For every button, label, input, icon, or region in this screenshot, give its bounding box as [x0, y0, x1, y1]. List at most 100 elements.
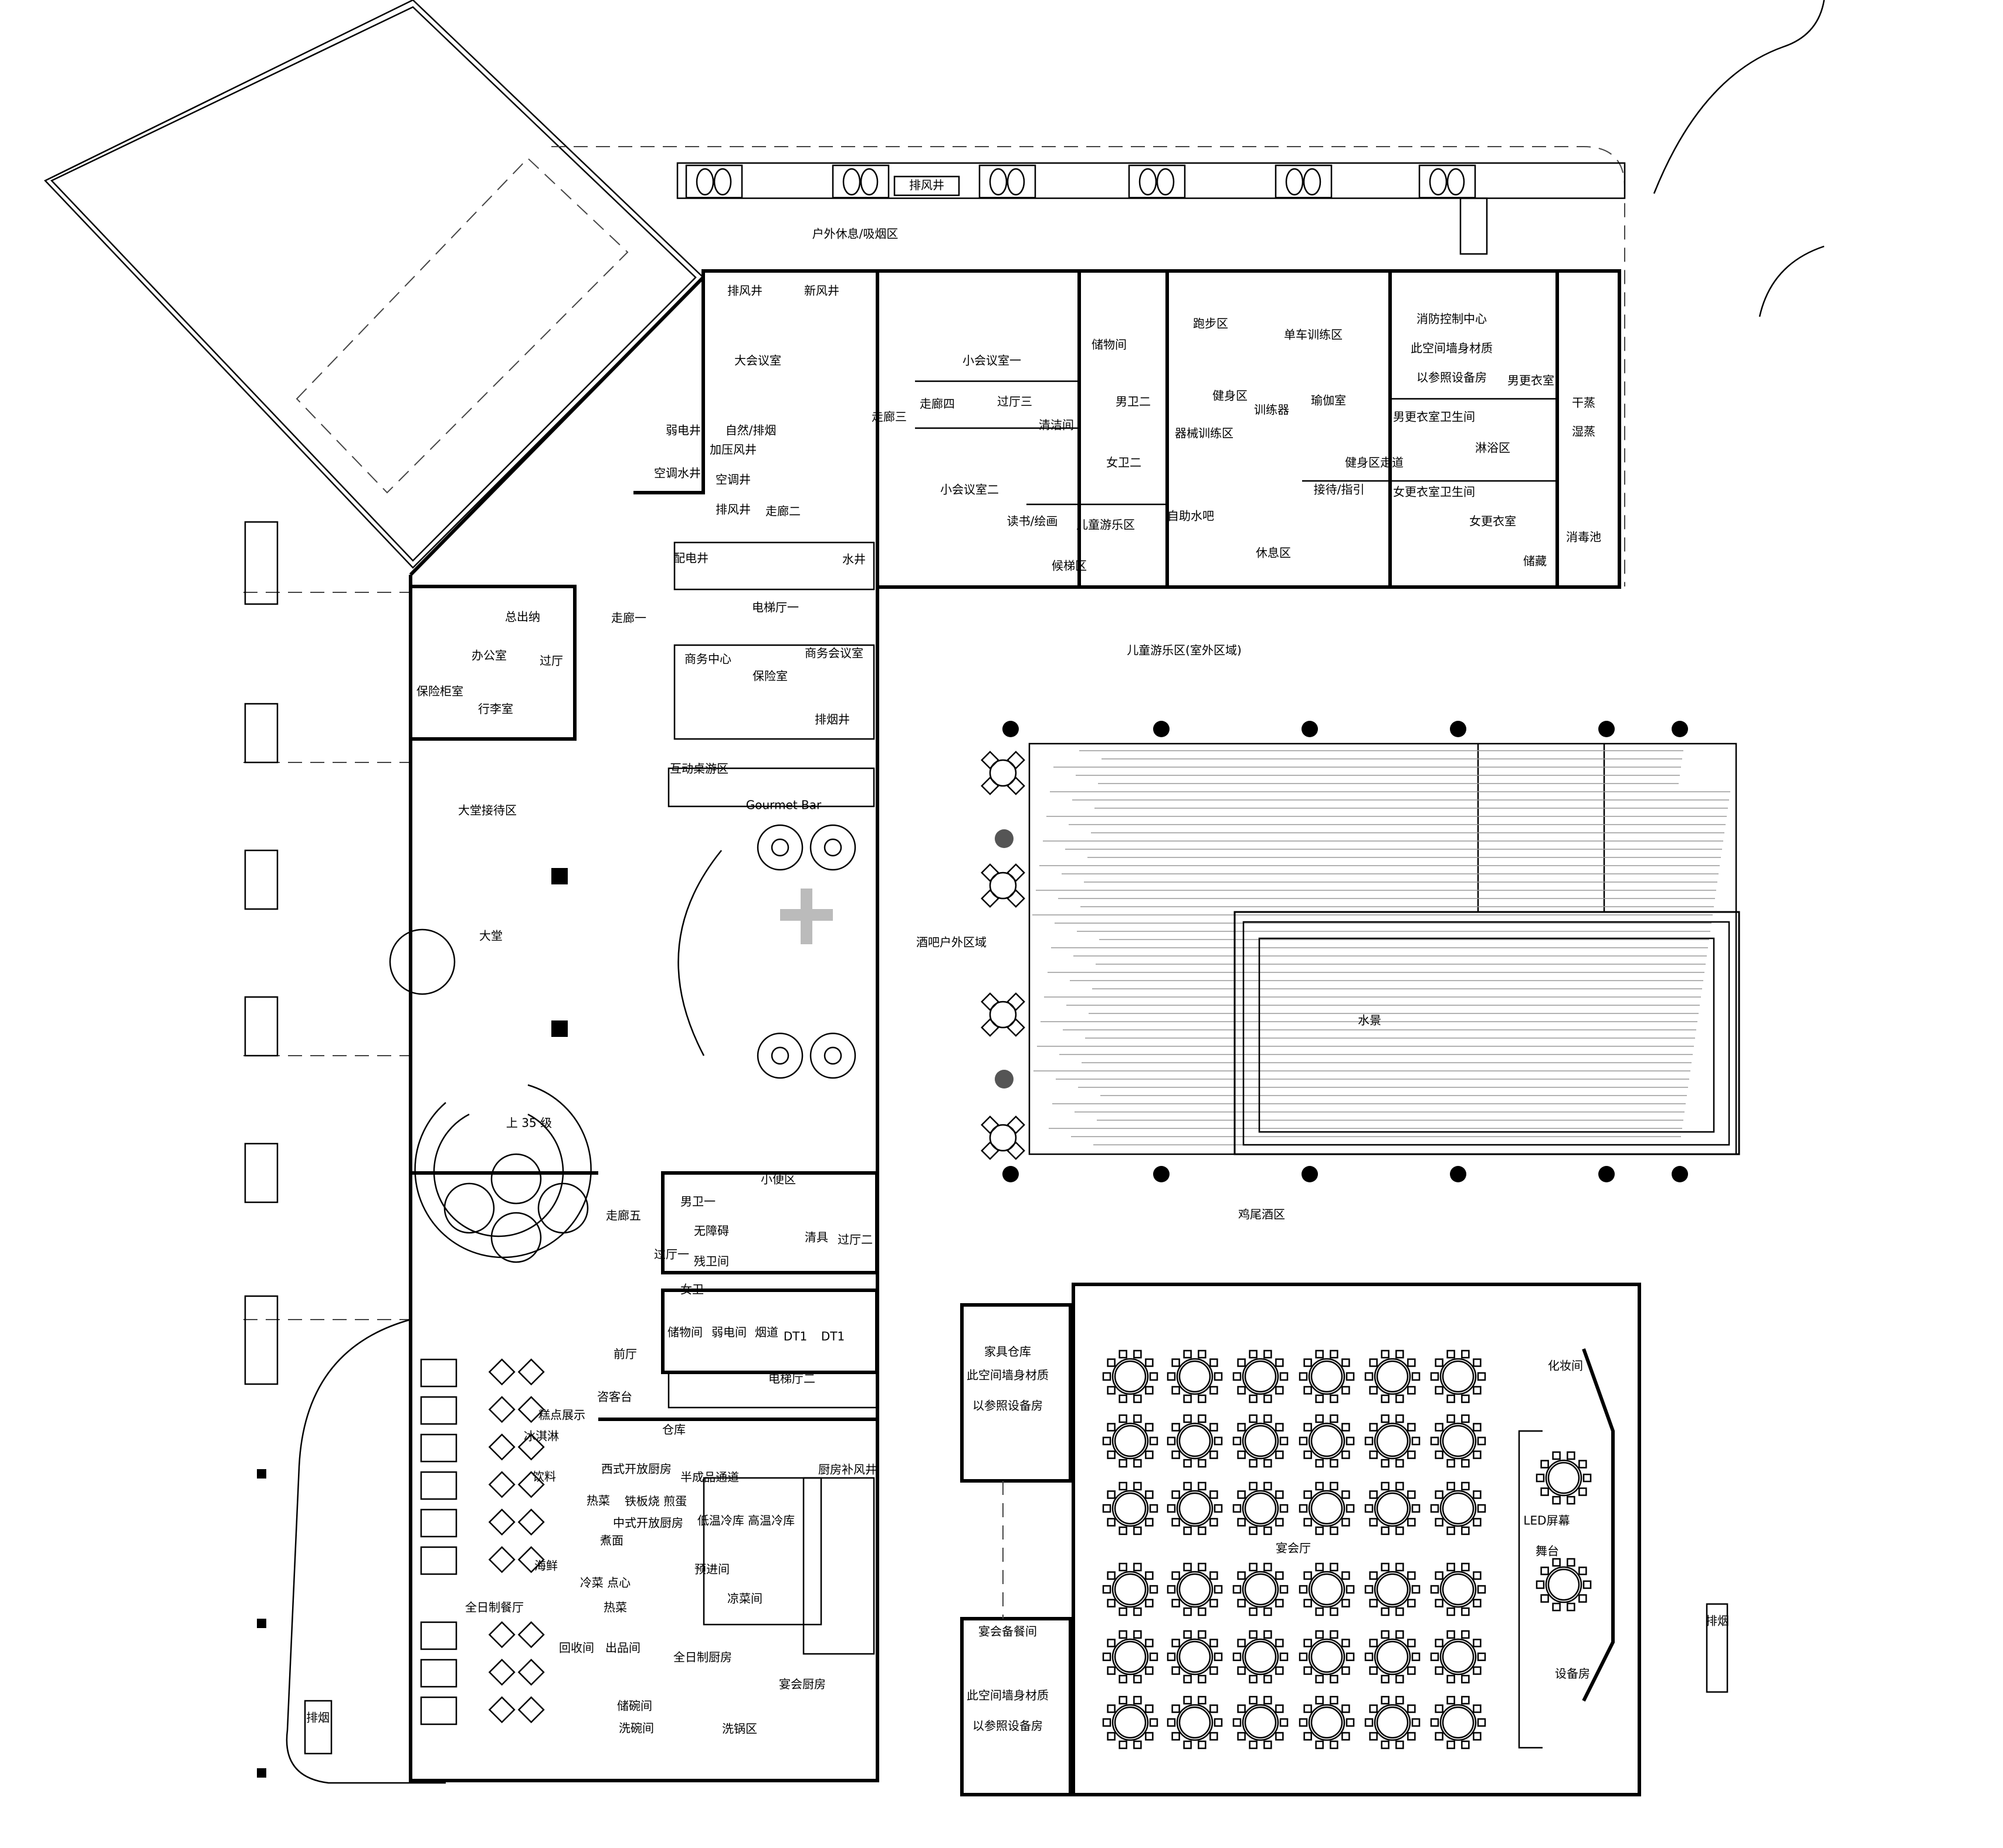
banquet-chair [1279, 1372, 1289, 1381]
banquet-table-top [1178, 1425, 1211, 1457]
room-label: 仓库 [662, 1423, 686, 1437]
outdoor-chair [1006, 889, 1025, 908]
banquet-chair [1540, 1566, 1549, 1575]
banquet-table [1176, 1704, 1214, 1741]
banquet-table [1176, 1422, 1214, 1460]
banquet-chair [1249, 1459, 1258, 1468]
pool [1258, 937, 1715, 1133]
banquet-chair [1461, 1481, 1470, 1491]
banquet-chair [1183, 1674, 1192, 1684]
banquet-chair [1435, 1490, 1443, 1499]
planter-icon [1138, 168, 1157, 196]
banquet-chair [1369, 1732, 1378, 1741]
banquet-chair [1430, 1504, 1439, 1513]
banquet-chair [1198, 1414, 1206, 1423]
banquet-table-top [1244, 1425, 1277, 1457]
banquet-chair [1119, 1481, 1127, 1491]
banquet-chair [1119, 1526, 1127, 1535]
room-label: 干蒸 [1572, 396, 1595, 410]
banquet-table-top [1244, 1706, 1277, 1739]
room-label: 清具 [805, 1230, 828, 1245]
banquet-table-top [1376, 1492, 1409, 1525]
banquet-chair [1536, 1580, 1545, 1589]
banquet-chair [1263, 1740, 1272, 1749]
banquet-chair [1341, 1490, 1350, 1499]
banquet-chair [1171, 1450, 1180, 1459]
banquet-chair [1279, 1504, 1289, 1513]
banquet-chair [1540, 1487, 1549, 1496]
room-label: 洗锅区 [722, 1722, 757, 1736]
room-label: 舞台 [1536, 1544, 1559, 1558]
banquet-chair [1578, 1566, 1587, 1575]
banquet-chair [1237, 1599, 1246, 1608]
banquet-chair [1567, 1451, 1575, 1460]
banquet-chair [1133, 1526, 1142, 1535]
banquet-chair [1473, 1639, 1482, 1647]
banquet-chair [1381, 1696, 1389, 1705]
room-label: 残卫间 [694, 1254, 729, 1269]
banquet-chair [1303, 1386, 1312, 1395]
banquet-chair [1435, 1450, 1443, 1459]
banquet-chair [1237, 1704, 1246, 1713]
lobby-features [389, 824, 856, 1259]
banquet-chair [1407, 1599, 1416, 1608]
room-label: 以参照设备房 [1416, 371, 1487, 385]
room-label: DT1 [821, 1330, 845, 1344]
banquet-chair [1407, 1732, 1416, 1741]
banquet-chair [1341, 1450, 1350, 1459]
room-label: 休息区 [1256, 546, 1291, 560]
banquet-chair [1145, 1599, 1154, 1608]
banquet-chair [1315, 1394, 1324, 1403]
banquet-table-top [1178, 1640, 1211, 1673]
banquet-chair [1461, 1696, 1470, 1705]
room-label: 保险柜室 [416, 684, 463, 698]
room-label: 候梯区 [1052, 559, 1087, 573]
banquet-chair [1330, 1459, 1338, 1468]
banquet-chair [1279, 1718, 1289, 1727]
room-label: 走廊三 [872, 410, 907, 424]
banquet-chair [1315, 1526, 1324, 1535]
banquet-chair [1102, 1372, 1111, 1381]
column-icon [1598, 721, 1615, 737]
banquet-table-top [1547, 1462, 1580, 1494]
planter-icon [713, 168, 732, 196]
banquet-chair [1107, 1490, 1116, 1499]
banquet-chair [1552, 1451, 1561, 1460]
banquet-chair [1395, 1526, 1404, 1535]
banquet-chair [1119, 1349, 1127, 1359]
banquet-chair [1567, 1558, 1575, 1567]
banquet-chair [1183, 1526, 1192, 1535]
banquet-chair [1303, 1490, 1312, 1499]
banquet-chair [1407, 1518, 1416, 1527]
banquet-chair [1395, 1394, 1404, 1403]
room-label: Gourmet Bar [746, 798, 822, 812]
dining-table [488, 1433, 516, 1461]
room-label: 水景 [1358, 1013, 1381, 1028]
banquet-chair [1369, 1599, 1378, 1608]
banquet-chair [1364, 1652, 1374, 1661]
banquet-chair [1171, 1599, 1180, 1608]
room-label: 男更衣室卫生间 [1393, 410, 1475, 424]
banquet-chair [1145, 1358, 1154, 1367]
banquet-chair [1119, 1394, 1127, 1403]
banquet-chair [1381, 1349, 1389, 1359]
banquet-chair [1275, 1423, 1284, 1432]
room-label: 过厅三 [997, 395, 1032, 409]
banquet-chair [1315, 1630, 1324, 1639]
room-label: 大堂 [479, 929, 503, 943]
room-label: 淋浴区 [1475, 441, 1510, 455]
banquet-chair [1209, 1599, 1218, 1608]
banquet-chair [1407, 1571, 1416, 1580]
banquet-chair [1209, 1639, 1218, 1647]
room-label: 保险室 [753, 669, 788, 683]
room-label: 排风井 [727, 284, 762, 298]
banquet-chair [1411, 1585, 1421, 1594]
banquet-chair [1536, 1473, 1545, 1483]
banquet-chair [1369, 1386, 1378, 1395]
room-label: 过厅二 [838, 1233, 873, 1247]
room-label: 走廊五 [606, 1209, 641, 1223]
banquet-chair [1395, 1607, 1404, 1616]
revolving-door-icon[interactable] [389, 928, 456, 995]
banquet-chair [1279, 1585, 1289, 1594]
dining-table [517, 1621, 545, 1649]
